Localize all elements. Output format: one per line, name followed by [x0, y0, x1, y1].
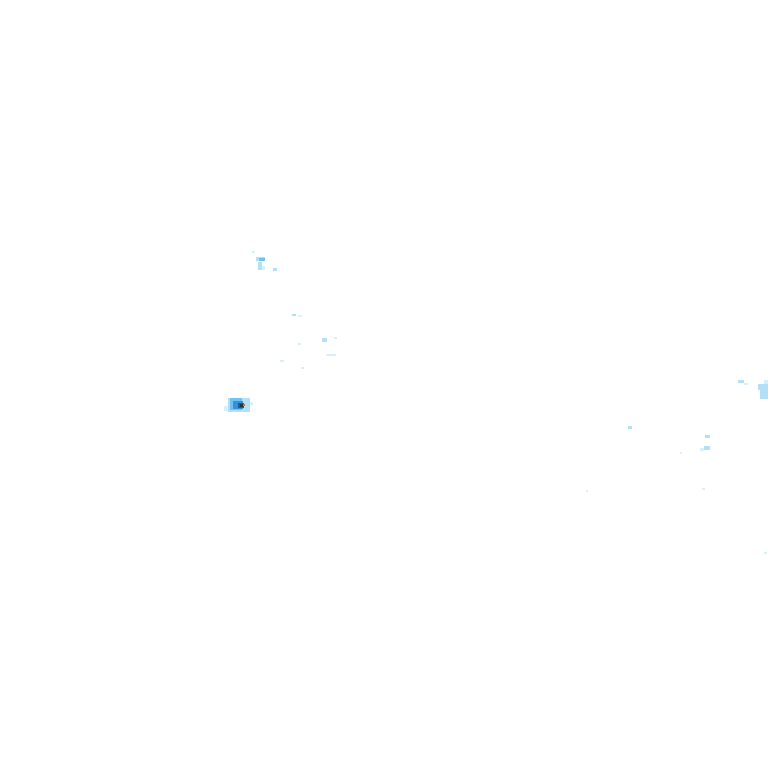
echo-cell: [764, 380, 768, 384]
echo-cell: [704, 446, 710, 450]
echo-cell: [744, 383, 748, 385]
echo-cluster-east: [586, 380, 768, 554]
echo-cell: [258, 262, 262, 270]
echo-cell: [292, 314, 296, 316]
echo-cell: [764, 552, 767, 554]
echo-cell: [273, 268, 277, 271]
echo-cell: [245, 406, 249, 409]
echo-cell: [250, 402, 253, 405]
echo-cell: [738, 380, 744, 383]
storm-cell-main: [224, 398, 253, 412]
echo-cell: [259, 258, 265, 261]
echo-cell: [298, 343, 301, 345]
echo-cell: [326, 354, 336, 356]
echo-cell: [586, 490, 588, 492]
echo-cluster-central: [280, 314, 337, 369]
echo-cluster-north: [252, 251, 277, 271]
echo-cell: [628, 426, 632, 429]
echo-cell: [301, 367, 304, 369]
echo-cell: [252, 251, 255, 253]
echo-cell: [702, 488, 705, 490]
echo-cell: [240, 404, 243, 407]
echo-cell: [322, 338, 327, 342]
echo-cell: [705, 435, 710, 438]
echo-cell: [700, 448, 704, 451]
echo-cell: [224, 406, 230, 411]
echo-cell: [262, 266, 265, 270]
echo-cell: [243, 404, 245, 406]
echo-cell: [280, 360, 284, 362]
echo-cell: [334, 337, 337, 339]
echo-cell: [760, 390, 768, 399]
echo-cell: [298, 315, 302, 317]
echo-cell: [680, 452, 682, 454]
echo-cell: [758, 384, 768, 390]
